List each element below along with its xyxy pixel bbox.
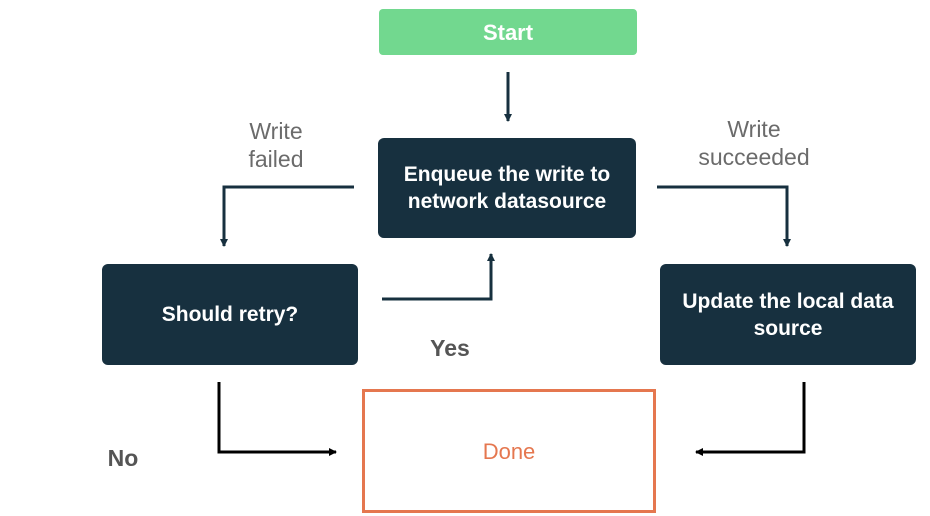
done-node: Done [362,389,656,513]
write-failed-label: Write failed [248,118,304,172]
arrow-retry-no [217,382,337,456]
yes-label: Yes [430,335,470,361]
done-label: Done [482,438,536,464]
should-retry-label: Should retry? [161,303,299,326]
arrow-write-succeeded [657,185,791,247]
enqueue-write-node: Enqueue the write to network datasource [378,138,636,238]
start-label: Start [482,19,534,45]
no-label: No [107,445,139,471]
update-local-source-label: Update the local data source [682,289,894,340]
arrow-retry-yes [382,253,495,301]
start-node: Start [379,9,637,55]
should-retry-node: Should retry? [102,264,358,365]
arrow-write-failed [220,185,354,247]
arrow-update-to-done [695,382,806,456]
write-succeeded-label: Write succeeded [698,116,810,170]
enqueue-write-label: Enqueue the write to network datasource [403,163,611,213]
update-local-source-node: Update the local data source [660,264,916,365]
